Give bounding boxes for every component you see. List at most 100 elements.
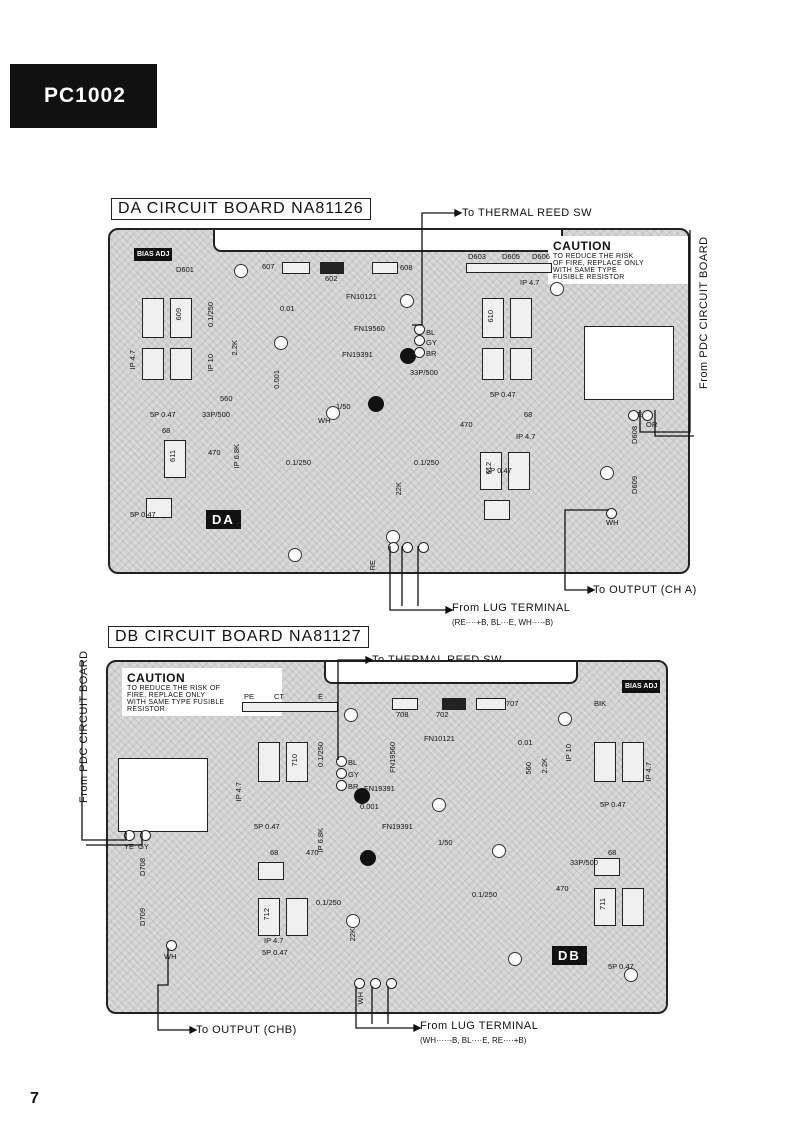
da-label-5p0.47: 5P 0.47 <box>150 410 176 419</box>
db-resistor-block-e <box>258 862 284 880</box>
db-label-712: 712 <box>262 908 271 921</box>
db-label-0.01: 0.01 <box>518 738 533 747</box>
db-label-ip10: IP 10 <box>564 744 573 762</box>
da-resistor-block-a <box>142 298 164 338</box>
db-label-0.1-250-c: 0.1/250 <box>472 890 498 899</box>
da-label-ct: D605 <box>502 252 520 261</box>
db-label-68: 68 <box>608 848 617 857</box>
db-pdc-connector <box>118 758 208 832</box>
da-label-ip6.8k: IP 6.8K <box>232 444 241 469</box>
da-label-ip4.7-a: IP 4.7 <box>128 350 137 370</box>
db-resistor-block-f <box>594 858 620 876</box>
db-circuit-board: CAUTION TO REDUCE THE RISK OF FIRE, REPL… <box>106 660 668 1014</box>
db-to-output-label: To OUTPUT (CHB) <box>196 1024 297 1036</box>
da-caution-line4: FUSIBLE RESISTOR <box>553 274 625 281</box>
db-resistor-block-d <box>622 888 644 926</box>
da-label-e: D603 <box>468 252 486 261</box>
da-to-thermal-label: To THERMAL REED SW <box>462 207 593 219</box>
db-label-0.1-250: 0.1/250 <box>316 742 325 768</box>
da-label-0.001: 0.001 <box>272 370 281 389</box>
da-pad-br <box>414 347 425 358</box>
db-label-pe: PE <box>244 692 255 701</box>
da-board-code: DA <box>206 510 241 529</box>
db-label-560: 560 <box>524 762 533 775</box>
da-label-470: 470 <box>208 448 221 457</box>
da-mount-hole-c <box>550 282 564 296</box>
da-pad-wh <box>606 508 617 519</box>
db-mount-hole-b <box>558 712 572 726</box>
db-transformer-tap <box>242 702 338 712</box>
da-label-pe: D606 <box>532 252 550 261</box>
da-resistor-610 <box>482 298 504 338</box>
db-resistor-708 <box>392 698 418 710</box>
db-label-fn19391-b: FN19391 <box>382 822 413 831</box>
db-pad-bl <box>336 756 347 767</box>
da-circuit-board: BIAS ADJ D601 CAUTION TO REDUCE THE RISK… <box>108 228 690 574</box>
da-lug-note: (RE····+B, BL···E, WH····-B) <box>452 618 554 627</box>
da-resistor-block-c <box>170 348 192 380</box>
da-resistor-611 <box>164 440 186 478</box>
da-label-0.1-250-c: 0.1/250 <box>414 458 440 467</box>
model-label: PC1002 <box>44 84 126 107</box>
da-resistor-block-d <box>510 298 532 338</box>
da-label-re-b: RE <box>368 560 377 571</box>
da-label-610: 610 <box>486 310 495 323</box>
da-label-fn19560: FN19560 <box>354 324 385 333</box>
da-label-607: 607 <box>262 262 275 271</box>
db-bik-label: BIK <box>594 699 607 708</box>
da-mount-hole-e <box>326 406 340 420</box>
db-from-lug-label: From LUG TERMINAL <box>420 1020 539 1032</box>
da-caution-box: CAUTION TO REDUCE THE RISK OF FIRE, REPL… <box>548 236 688 284</box>
db-label-33p-500: 33P/500 <box>570 858 598 867</box>
db-label-e: E <box>318 692 324 701</box>
db-pad-re-lug <box>386 978 397 989</box>
da-transistor-606 <box>400 348 416 364</box>
da-label-22k: 22K <box>394 482 403 496</box>
da-label-d609: D609 <box>630 476 639 494</box>
da-label-0.01: 0.01 <box>280 304 295 313</box>
db-resistor-707 <box>476 698 506 710</box>
db-label-br: BR <box>348 782 359 791</box>
db-resistor-701 <box>594 742 616 782</box>
db-pad-wh-lug <box>354 978 365 989</box>
da-label-fn19391: FN19391 <box>342 350 373 359</box>
da-board-notch <box>213 230 563 252</box>
da-pad-re <box>628 410 639 421</box>
da-label-470-b: 470 <box>460 420 473 429</box>
db-resistor-block-a <box>258 742 280 782</box>
db-from-pdc-label: From PDC CIRCUIT BOARD <box>78 650 90 803</box>
db-pad-yi <box>124 830 135 841</box>
da-from-pdc-label: From PDC CIRCUIT BOARD <box>698 236 710 389</box>
db-pad-gy <box>336 768 347 779</box>
db-mount-hole-d <box>492 844 506 858</box>
da-caution-heading: CAUTION <box>553 239 612 253</box>
db-label-22k: 22K <box>348 928 357 942</box>
da-board-title: DA CIRCUIT BOARD NA81126 <box>111 198 371 220</box>
da-bias-adj-badge: BIAS ADJ <box>134 248 173 261</box>
da-resistor-block-h <box>146 498 172 518</box>
db-mount-hole-a <box>344 708 358 722</box>
da-label-560: 560 <box>220 394 233 403</box>
db-resistor-711 <box>594 888 616 926</box>
da-resistor-block-b <box>142 348 164 380</box>
db-board-notch <box>324 662 578 684</box>
da-label-or: OR <box>646 420 658 429</box>
db-label-470: 470 <box>556 884 569 893</box>
db-label-702: 702 <box>436 710 449 719</box>
da-label-ip4.7-b: IP 4.7 <box>516 432 536 441</box>
da-mount-hole-f <box>600 466 614 480</box>
da-resistor-609 <box>170 298 192 338</box>
da-label-33p-500: 33P/500 <box>202 410 230 419</box>
db-label-68-b: 68 <box>270 848 279 857</box>
da-label-5p0.47-d: 5P 0.47 <box>130 510 156 519</box>
db-label-1-50: 1/50 <box>438 838 453 847</box>
db-bias-adj-badge: BIAS ADJ <box>622 680 661 693</box>
db-label-fn10121: FN10121 <box>424 734 455 743</box>
db-label-5p0.47-c: 5P 0.47 <box>262 948 288 957</box>
db-label-ct: CT <box>274 692 284 701</box>
da-pad-re-lug <box>388 542 399 553</box>
db-label-2.2k: 2.2K <box>540 758 549 774</box>
da-label-5p0.47-b: 5P 0.47 <box>490 390 516 399</box>
db-transistor-705 <box>354 788 370 804</box>
da-resistor-612 <box>480 452 502 490</box>
